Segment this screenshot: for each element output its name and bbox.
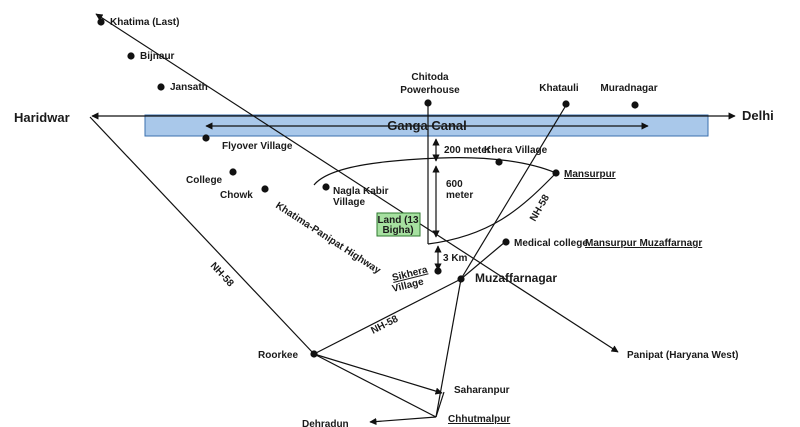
chowk-dot: [261, 185, 269, 193]
khera-label: Khera Village: [484, 145, 548, 156]
medical-dot: [502, 238, 510, 246]
chhutmalpur-saharanpur: [435, 391, 445, 418]
muradnagar-dot: [631, 101, 639, 109]
medical-label: Medical college: [514, 238, 588, 249]
khera-dot: [495, 158, 503, 166]
bijnaur-label: Bijnaur: [140, 51, 175, 62]
distance-200m: 200 meter: [444, 145, 491, 156]
khatima-panipat-highway: [95, 13, 619, 353]
land-box: [376, 212, 421, 237]
muradnagar-label: Muradnagar: [600, 83, 657, 94]
sikhera-dot: [434, 267, 442, 275]
powerhouse-label: Powerhouse: [400, 85, 460, 96]
medical-college-road: [460, 241, 506, 280]
dehradun-label: Dehradun: [302, 419, 349, 427]
nagla-dot: [322, 183, 330, 191]
muzaffarnagar-label: Muzaffarnagar: [475, 271, 557, 285]
flyover-dot: [202, 134, 210, 142]
haridwar-label: Haridwar: [14, 110, 70, 125]
khatima-dot: [97, 18, 105, 26]
chitoda-dot: [424, 99, 432, 107]
village-road-land: [427, 172, 557, 245]
distance-600m: 600: [446, 179, 463, 190]
highway-label: Khatima-Panipat Highway: [273, 200, 382, 276]
khatima-label: Khatima (Last): [110, 17, 179, 28]
mansurpur-dot: [552, 169, 560, 177]
college-dot: [229, 168, 237, 176]
muzaffarnagar-chhutmalpur: [435, 278, 462, 418]
mansurpur-label: Mansurpur: [564, 169, 616, 180]
flyover-label: Flyover Village: [222, 141, 293, 152]
nagla-village-label: Village: [333, 197, 365, 208]
bijnaur-dot: [127, 52, 135, 60]
chitoda-label: Chitoda: [411, 72, 449, 83]
khatauli-label: Khatauli: [539, 83, 579, 94]
nh58-left-label: NH-58: [208, 261, 236, 290]
khatauli-dot: [562, 100, 570, 108]
roorkee-saharanpur: [313, 353, 443, 395]
nh58-roorkee-muzaffarnagar: [313, 278, 462, 355]
jansath-label: Jansath: [170, 82, 208, 93]
chowk-label: Chowk: [220, 190, 253, 201]
roorkee-chhutmalpur: [313, 353, 437, 418]
nagla-label: Nagla Kabir: [333, 186, 389, 197]
nh58-bottom-label: NH-58: [369, 314, 400, 337]
panipat-label: Panipat (Haryana West): [627, 350, 739, 361]
canal-label: Ganga Canal: [387, 118, 466, 133]
jansath-dot: [157, 83, 165, 91]
roorkee-dot: [310, 350, 318, 358]
saharanpur-label: Saharanpur: [454, 385, 510, 396]
distance-600m-unit: meter: [446, 190, 473, 201]
nh58-muzaffarnagar-khatauli: [460, 101, 569, 280]
nh58-right-label: NH-58: [528, 193, 552, 224]
muzaffarnagar-dot: [457, 275, 465, 283]
delhi-label: Delhi: [742, 108, 774, 123]
distance-3km: 3 Km: [443, 253, 468, 264]
village-road-north: [313, 157, 557, 186]
medical-place-label: Mansurpur Muzaffarnagr: [585, 238, 702, 249]
chhutmalpur-dehradun: [369, 416, 437, 426]
land-label: Land (13: [377, 215, 419, 226]
roorkee-label: Roorkee: [258, 350, 298, 361]
nh58-haridwar-roorkee: [89, 116, 315, 355]
land-label-2: Bigha): [382, 225, 413, 236]
chhutmalpur-label: Chhutmalpur: [448, 414, 510, 425]
college-label: College: [186, 175, 223, 186]
